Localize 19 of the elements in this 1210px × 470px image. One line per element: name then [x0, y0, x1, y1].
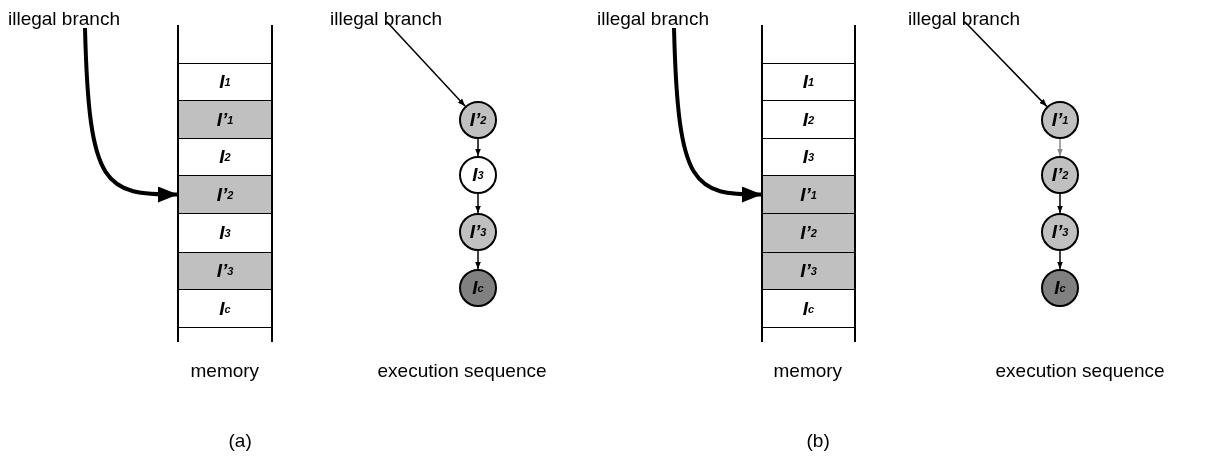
- arrow: [1057, 138, 1063, 157]
- annotation-text: illegal branch: [8, 8, 120, 30]
- annotation-text: illegal branch: [908, 8, 1020, 30]
- caption-label: memory: [773, 360, 843, 382]
- arrow: [1057, 193, 1063, 214]
- arrow: [475, 138, 481, 157]
- annotation-text: illegal branch: [597, 8, 709, 30]
- caption-label: (a): [228, 430, 252, 452]
- caption-label: execution sequence: [377, 360, 547, 382]
- annotation-text: illegal branch: [330, 8, 442, 30]
- arrow: [1057, 250, 1063, 270]
- arrow: [475, 193, 481, 214]
- arrow: [672, 27, 763, 203]
- caption-label: execution sequence: [995, 360, 1165, 382]
- caption-label: memory: [190, 360, 260, 382]
- arrow: [475, 250, 481, 270]
- arrow: [964, 21, 1048, 108]
- caption-label: (b): [806, 430, 830, 452]
- arrow: [83, 27, 179, 203]
